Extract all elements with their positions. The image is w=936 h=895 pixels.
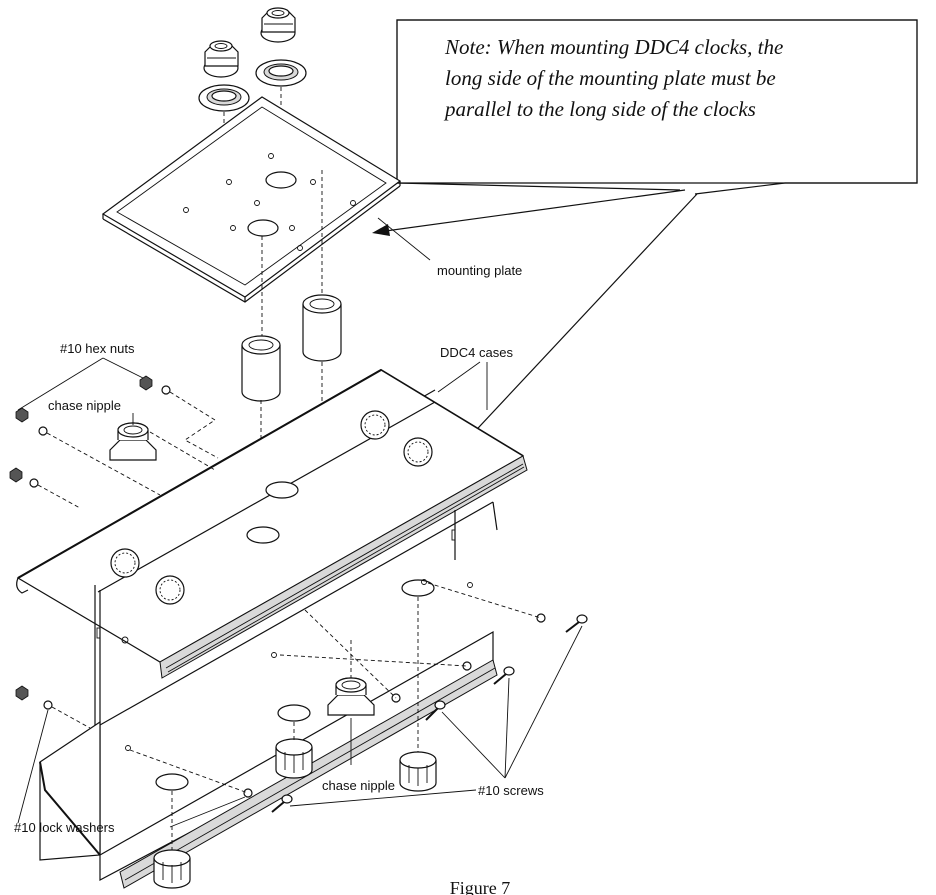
note-pointer-edge-right	[694, 182, 786, 195]
note-pointer-edge-left	[396, 182, 681, 191]
screw-icon	[425, 700, 446, 721]
coupling-right	[302, 294, 342, 448]
lock-washer-icon	[38, 426, 48, 436]
lock-washer-icon	[243, 788, 253, 798]
chase-nipple-top	[109, 422, 216, 471]
knockout-icon	[246, 526, 280, 544]
note-box-outline	[396, 19, 918, 184]
screws-leader-4	[289, 789, 477, 807]
label-hex-nuts: #10 hex nuts	[60, 341, 135, 356]
arrow-head-icon	[372, 224, 390, 236]
label-ddc4-cases: DDC4 cases	[440, 345, 513, 360]
note-line-3: parallel to the long side of the clocks	[443, 97, 756, 121]
coupling-left	[241, 335, 281, 478]
top-bushing-left	[203, 40, 239, 78]
note-arrow-to-plate	[377, 189, 686, 233]
lock-washers-leader-1	[17, 709, 49, 824]
mounting-plate-leader	[377, 217, 431, 261]
lock-washer-icon	[161, 385, 171, 395]
screws-leader-3	[441, 711, 506, 779]
note-callout: Note: When mounting DDC4 clocks, the lon…	[372, 19, 918, 541]
note-line-2: long side of the mounting plate must be	[445, 66, 776, 90]
label-mounting-plate: mounting plate	[437, 263, 522, 278]
hex-nuts-leader-1	[17, 357, 104, 411]
label-lock-washers: #10 lock washers	[14, 820, 115, 835]
hex-nuts-leader-2	[102, 357, 144, 379]
bushing-icon	[109, 439, 157, 461]
left-hardware	[9, 375, 219, 729]
knockout-icon	[265, 481, 299, 499]
snap-bushing-3	[153, 791, 191, 889]
coupling-icon	[302, 304, 342, 362]
mounting-plate	[101, 96, 402, 340]
label-screws: #10 screws	[478, 783, 544, 798]
lock-washer-icon	[29, 478, 39, 488]
knockout-icon	[155, 773, 189, 791]
screws-leader-1	[504, 625, 583, 779]
rosette-knockout-4	[155, 575, 185, 605]
rosette-knockout-3	[110, 548, 140, 578]
figure-caption: Figure 7	[450, 878, 511, 895]
lock-washers-leader-2	[169, 796, 246, 828]
lock-washer-icon	[43, 700, 53, 710]
rosette-knockout-1	[360, 410, 390, 440]
hex-nut-icon	[9, 467, 23, 483]
screw-icon	[565, 614, 588, 633]
grommet-right	[255, 59, 307, 87]
plate-outline	[101, 96, 402, 298]
knockout-icon	[277, 704, 311, 722]
lock-washer-icon	[536, 613, 546, 623]
hex-nut-icon	[15, 407, 29, 423]
note-line-1: Note: When mounting DDC4 clocks, the	[444, 35, 783, 59]
snap-bushing-1	[275, 722, 313, 779]
top-bushing-right	[260, 7, 296, 43]
ddc4-leader-1	[437, 361, 481, 393]
right-hardware	[129, 582, 588, 813]
bushing-icon	[327, 694, 375, 716]
hex-nut-icon	[139, 375, 153, 391]
rosette-knockout-2	[403, 437, 433, 467]
ddc4-case-assembly	[16, 368, 528, 889]
hex-nut-icon	[15, 685, 29, 701]
grommet-left	[198, 84, 250, 112]
knockout-icon	[401, 579, 435, 597]
chase-nipple-bottom	[327, 640, 375, 716]
screw-icon	[493, 666, 515, 685]
snap-bushing-2	[399, 597, 437, 792]
screws-leader-2	[504, 677, 510, 779]
label-chase-nipple-top: chase nipple	[48, 398, 121, 413]
label-chase-nipple-bottom: chase nipple	[322, 778, 395, 793]
screw-icon	[271, 794, 293, 813]
